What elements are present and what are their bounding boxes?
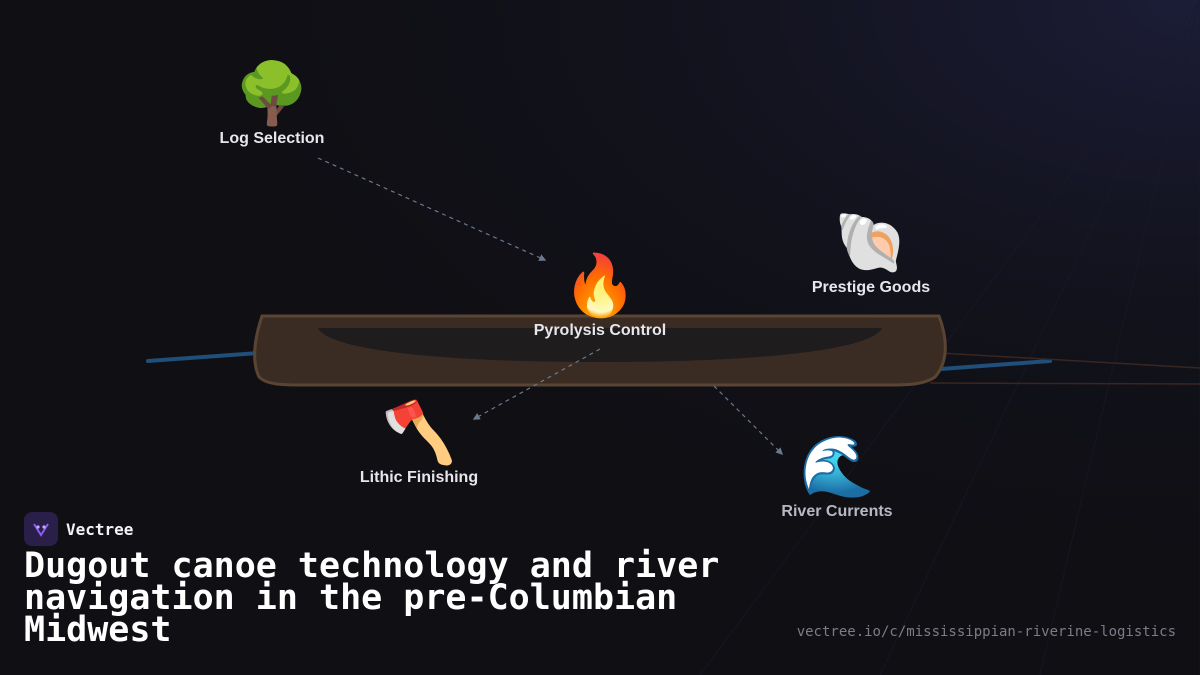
- brand-name: Vectree: [66, 519, 134, 539]
- tree-icon: 🌳: [234, 59, 310, 129]
- edge-log-selection-to-pyrolysis-control: [317, 157, 547, 261]
- node-prestige-goods[interactable]: 🐚 Prestige Goods: [771, 211, 971, 297]
- far-line-lower: [929, 382, 1200, 385]
- vectree-logo-icon: [24, 512, 58, 546]
- page-title: Dugout canoe technology and river naviga…: [24, 546, 720, 650]
- fire-icon: 🔥: [562, 251, 638, 321]
- wave-icon: 🌊: [799, 432, 875, 502]
- node-label: River Currents: [781, 503, 893, 520]
- node-log-selection[interactable]: 🌳 Log Selection: [172, 62, 372, 148]
- far-line-upper: [939, 352, 1200, 369]
- background-rays: [699, 0, 1200, 675]
- page-url[interactable]: vectree.io/c/mississippian-riverine-logi…: [796, 624, 1176, 640]
- shell-icon: 🐚: [833, 208, 909, 278]
- axe-icon: 🪓: [381, 398, 457, 468]
- edge-group: [317, 157, 784, 456]
- node-pyrolysis-control[interactable]: 🔥 Pyrolysis Control: [500, 254, 700, 340]
- brand[interactable]: Vectree: [24, 512, 133, 546]
- edge-pyrolysis-control-to-lithic-finishing: [472, 348, 601, 420]
- node-lithic-finishing[interactable]: 🪓 Lithic Finishing: [319, 401, 519, 487]
- node-label: Log Selection: [219, 130, 325, 147]
- node-river-currents[interactable]: 🌊 River Currents: [737, 435, 937, 521]
- node-label: Lithic Finishing: [359, 469, 479, 486]
- node-label: Pyrolysis Control: [533, 322, 667, 339]
- edge-pyrolysis-control-to-river-currents: [713, 385, 784, 456]
- canoe-interior: [318, 328, 882, 362]
- node-label: Prestige Goods: [811, 279, 931, 296]
